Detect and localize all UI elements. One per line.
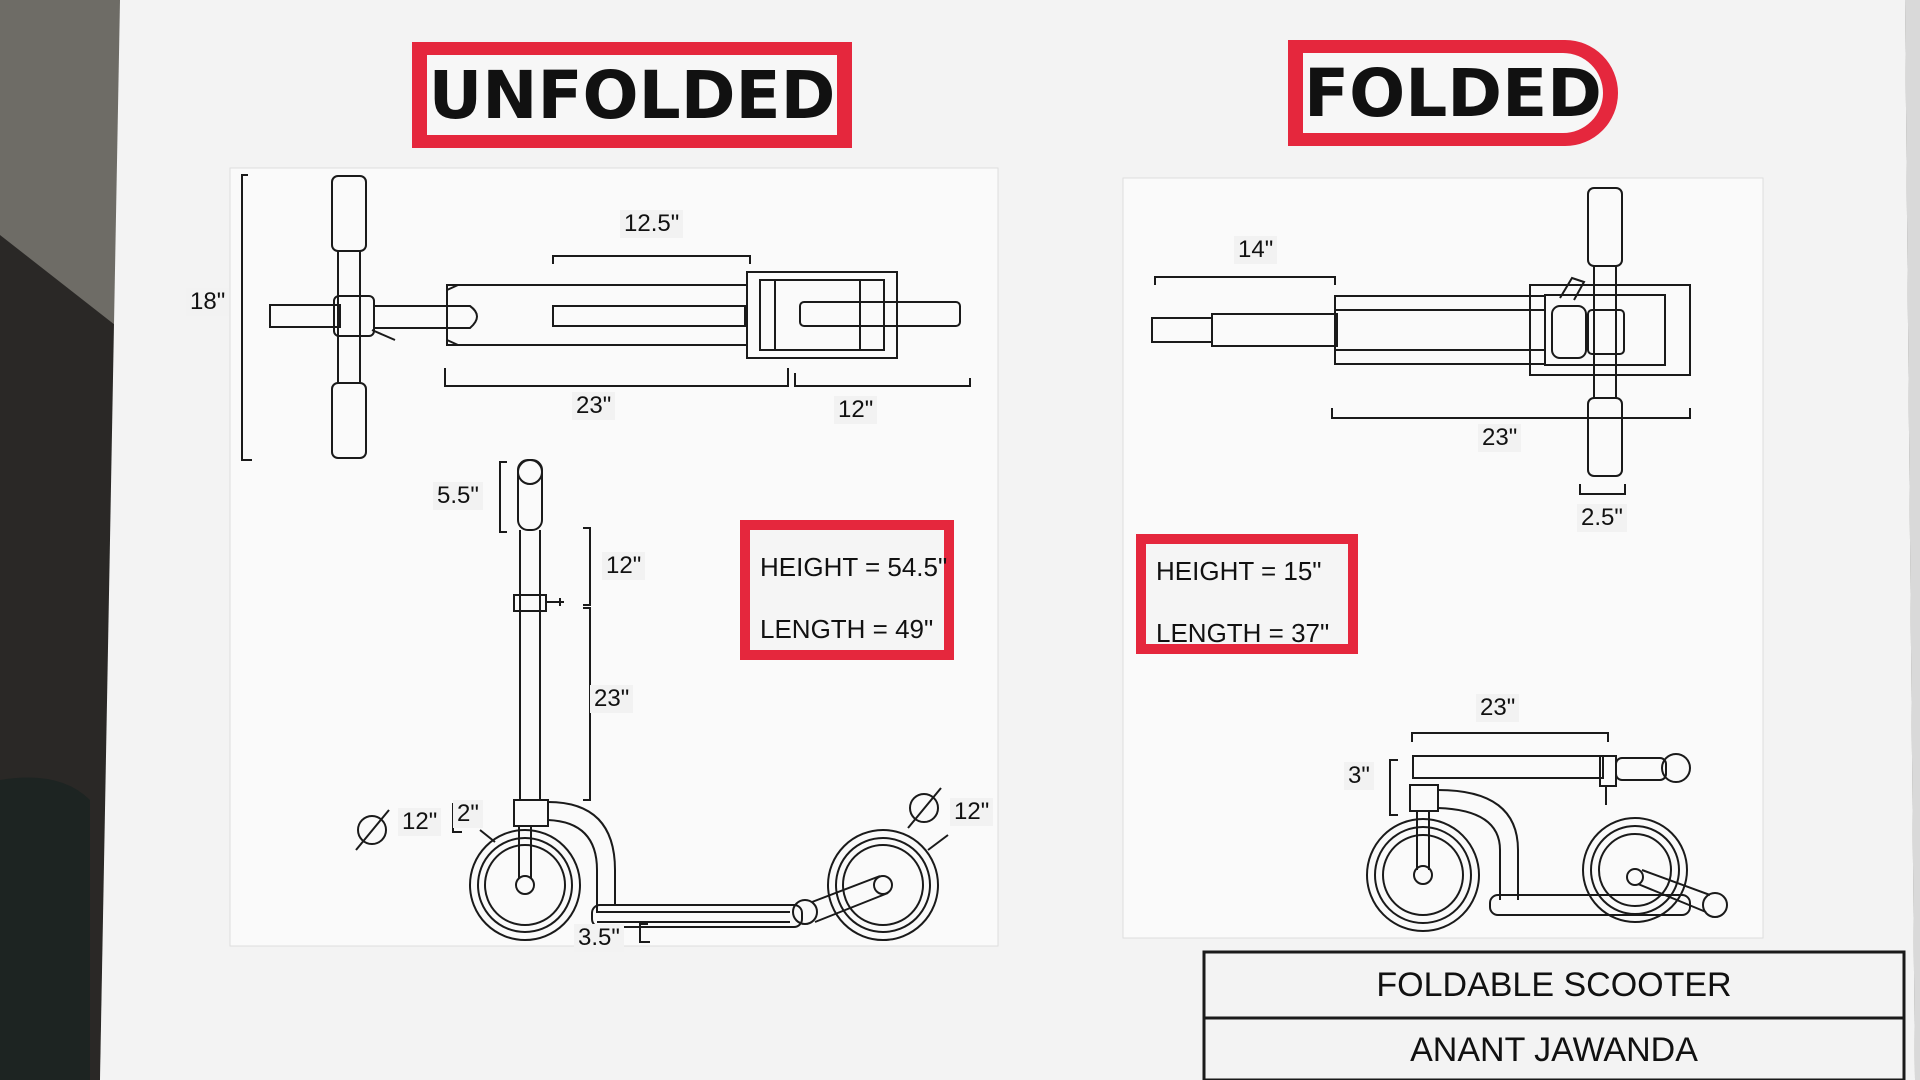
dim-folded-side-height: 3" (1344, 762, 1374, 790)
background-chair (0, 777, 90, 1080)
unfolded-spec-box: HEIGHT = 54.5" LENGTH = 49" (740, 520, 954, 660)
dim-lower-stem: 23" (590, 685, 634, 713)
dim-fork: 2" (453, 800, 483, 828)
dim-clearance: 3.5" (574, 924, 624, 952)
dim-unfolded-rear-length: 12" (834, 396, 878, 424)
dim-handle-height: 5.5" (433, 482, 483, 510)
diameter-symbol-rear (907, 787, 942, 829)
dim-folded-side-length: 23" (1476, 694, 1520, 722)
title-block-frame (1202, 950, 1906, 1080)
dim-rear-wheel: 12" (950, 798, 994, 826)
diameter-symbol-front (355, 809, 390, 851)
unfolded-top-view (241, 174, 971, 461)
folded-heading: FOLDED (1303, 53, 1603, 133)
title-block-author: ANANT JAWANDA (1410, 1030, 1698, 1069)
paper-edge (1905, 0, 1920, 1080)
dim-folded-deck-length: 23" (1478, 424, 1522, 452)
dim-unfolded-deck-length: 23" (572, 392, 616, 420)
dim-unfolded-width: 18" (186, 288, 230, 316)
unfolded-length-spec: LENGTH = 49" (760, 614, 934, 644)
title-block-title: FOLDABLE SCOOTER (1376, 965, 1732, 1004)
dim-upper-stem: 12" (602, 552, 646, 580)
unfolded-side-view (452, 459, 949, 943)
dim-folded-handle-width: 2.5" (1577, 504, 1627, 532)
unfolded-heading: UNFOLDED (427, 55, 837, 135)
folded-top-view (1151, 187, 1691, 495)
folded-heading-frame: FOLDED (1288, 40, 1618, 146)
unfolded-heading-frame: UNFOLDED (412, 42, 852, 148)
unfolded-height-spec: HEIGHT = 54.5" (760, 552, 948, 582)
folded-length-spec: LENGTH = 37" (1156, 618, 1330, 648)
dim-unfolded-deck-inner: 12.5" (620, 210, 684, 238)
dim-folded-stem: 14" (1234, 236, 1278, 264)
dim-front-wheel: 12" (398, 808, 442, 836)
folded-spec-box: HEIGHT = 15" LENGTH = 37" (1136, 534, 1358, 654)
folded-height-spec: HEIGHT = 15" (1156, 556, 1322, 586)
folded-side-view (1366, 732, 1728, 932)
